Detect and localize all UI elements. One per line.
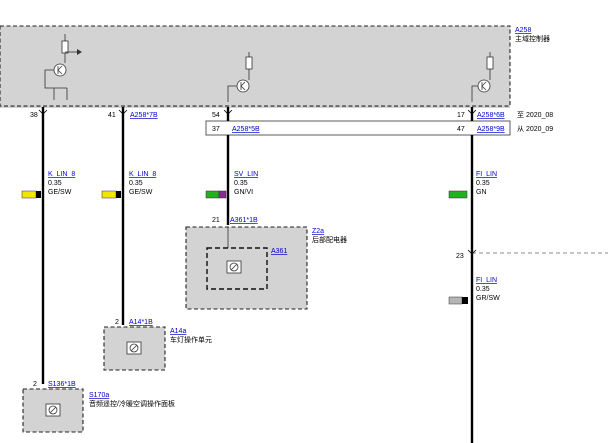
wire-1-color-swatch-yellow: [21, 190, 37, 199]
connector-a258-7b[interactable]: A258*7B: [130, 112, 158, 119]
connector-a361-1b[interactable]: A361*1B: [230, 217, 258, 224]
component-z2a-name: 后部配电器: [312, 235, 347, 244]
pin-54: 54: [212, 112, 220, 119]
module-a258-name: 主域控制器: [515, 34, 550, 43]
wire-1-gauge: 0.35: [48, 180, 62, 187]
wire-4-color-swatch-green: [448, 190, 468, 199]
wire-1-color-swatch-black: [36, 191, 41, 198]
pin-47: 47: [457, 126, 465, 133]
wire-5-name[interactable]: FI_LIN: [476, 277, 497, 284]
control-unit-icon-a361: [226, 260, 242, 274]
control-unit-icon-s170a: [45, 403, 61, 417]
component-a14a-ref[interactable]: A14a: [170, 328, 186, 335]
pin-23: 23: [456, 253, 464, 260]
connector-a258-9b[interactable]: A258*9B: [477, 126, 505, 133]
wire-2-gauge: 0.35: [129, 180, 143, 187]
wire-2-color-swatch-yellow: [101, 190, 117, 199]
wire-3-color-swatch-violet: [218, 190, 227, 199]
component-s170a-name: 音频遥控/冷暖空调操作面板: [89, 399, 175, 408]
wire-2-color: GE/SW: [129, 189, 153, 196]
pin-2-a14: 2: [115, 319, 119, 326]
wire-5-color: GR/SW: [476, 295, 500, 302]
connector-a14-1b[interactable]: A14*1B: [129, 319, 153, 326]
until-label: 至 2020_08: [517, 111, 553, 119]
variant-connector-box: [205, 120, 511, 136]
transistor-symbol-1: [44, 34, 82, 100]
wire-3-gauge: 0.35: [234, 180, 248, 187]
wire-4-name[interactable]: FI_LIN: [476, 171, 497, 178]
wire-5-color-swatch-gray: [448, 296, 463, 305]
component-a14a-name: 车灯操作单元: [170, 335, 212, 344]
pin-17: 17: [457, 112, 465, 119]
pin-2-s136: 2: [33, 381, 37, 388]
component-z2a-box: [185, 226, 308, 310]
wire-5-color-swatch-black: [462, 297, 468, 304]
pin-38: 38: [30, 112, 38, 119]
transistor-symbol-2: [227, 52, 253, 102]
wire-marker-23: [467, 249, 477, 255]
pin-37: 37: [212, 126, 220, 133]
component-z2a-ref[interactable]: Z2a: [312, 228, 324, 235]
wire-5-gauge: 0.35: [476, 286, 490, 293]
pin-41: 41: [108, 112, 116, 119]
module-a361-ref[interactable]: A361: [271, 248, 287, 255]
module-a258-box: [0, 25, 511, 107]
connector-a258-6b[interactable]: A258*6B: [477, 112, 505, 119]
module-a361-inner-box: [206, 247, 268, 290]
component-s170a-ref[interactable]: S170a: [89, 392, 109, 399]
connector-a258-5b[interactable]: A258*5B: [232, 126, 260, 133]
transistor-symbol-3: [471, 52, 494, 102]
wire-3-color-swatch-green: [205, 190, 220, 199]
wire-2-color-swatch-black: [116, 191, 121, 198]
wire-1-color: GE/SW: [48, 189, 72, 196]
from-label: 从 2020_09: [517, 125, 553, 133]
pin-21: 21: [212, 217, 220, 224]
module-a258-ref[interactable]: A258: [515, 27, 531, 34]
wire-4-color: GN: [476, 189, 487, 196]
wire-3-color: GN/VI: [234, 189, 253, 196]
wire-markers-top: [38, 109, 477, 115]
connector-s136-1b[interactable]: S136*1B: [48, 381, 76, 388]
wire-4-gauge: 0.35: [476, 180, 490, 187]
wire-1-name[interactable]: K_LIN_8: [48, 171, 75, 178]
wire-2-name[interactable]: K_LIN_8: [129, 171, 156, 178]
wire-3-name[interactable]: SV_LIN: [234, 171, 258, 178]
control-unit-icon-a14a: [126, 341, 142, 355]
